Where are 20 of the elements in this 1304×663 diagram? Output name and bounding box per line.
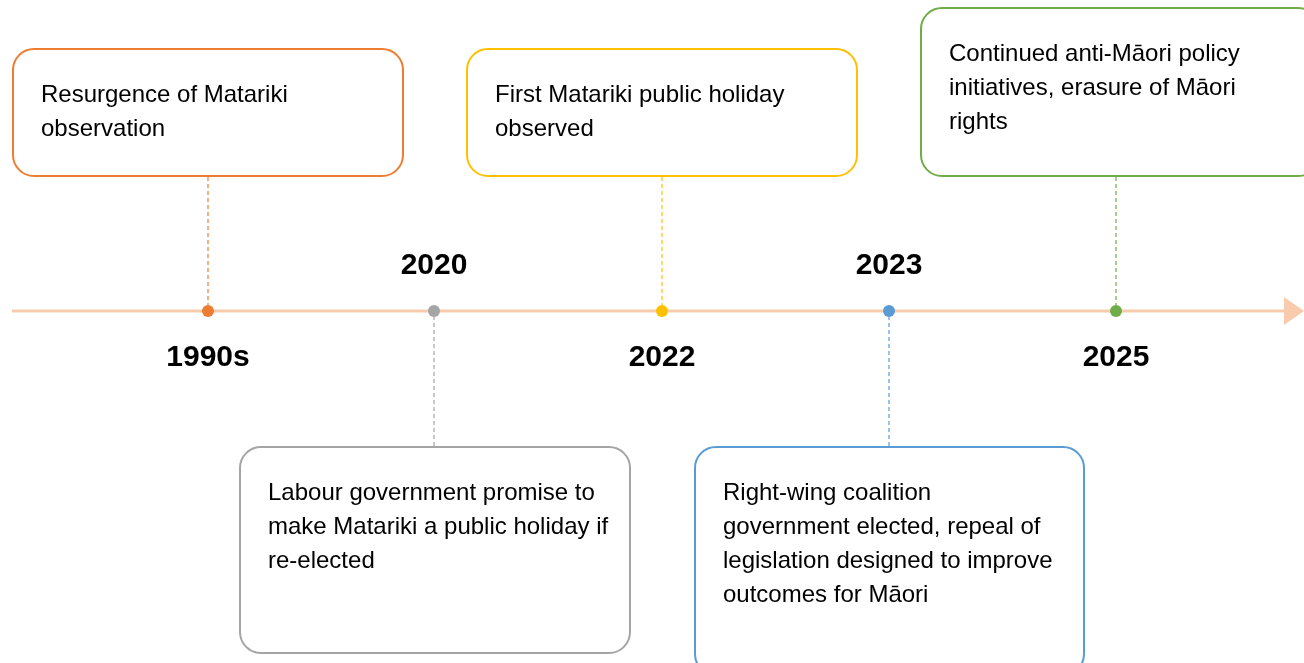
event-text: Resurgence of Matariki observation bbox=[41, 79, 289, 143]
event-card bbox=[694, 446, 1085, 663]
event-text: Continued anti-Māori policy initiatives, erasure of Māori rights bbox=[949, 38, 1241, 136]
leader-line bbox=[1115, 176, 1117, 306]
event-text: Right-wing coalition government elected, repeal of legislation designed to improve outcomes for Māori bbox=[723, 477, 1054, 609]
event-card bbox=[239, 446, 631, 654]
event-card bbox=[920, 7, 1304, 177]
year-label: 2022 bbox=[627, 338, 697, 374]
year-label: 2025 bbox=[1081, 338, 1151, 374]
year-label: 2023 bbox=[854, 246, 924, 282]
event-card bbox=[12, 48, 404, 177]
event-text: Labour government promise to make Matariki a public holiday if re-elected bbox=[268, 477, 609, 575]
year-label: 1990s bbox=[165, 338, 251, 374]
year-label: 2020 bbox=[399, 246, 469, 282]
leader-line bbox=[433, 316, 435, 447]
event-text: First Matariki public holiday observed bbox=[495, 79, 786, 143]
leader-line bbox=[207, 176, 209, 306]
event-card bbox=[466, 48, 858, 177]
leader-line bbox=[888, 316, 890, 447]
leader-line bbox=[661, 176, 663, 306]
